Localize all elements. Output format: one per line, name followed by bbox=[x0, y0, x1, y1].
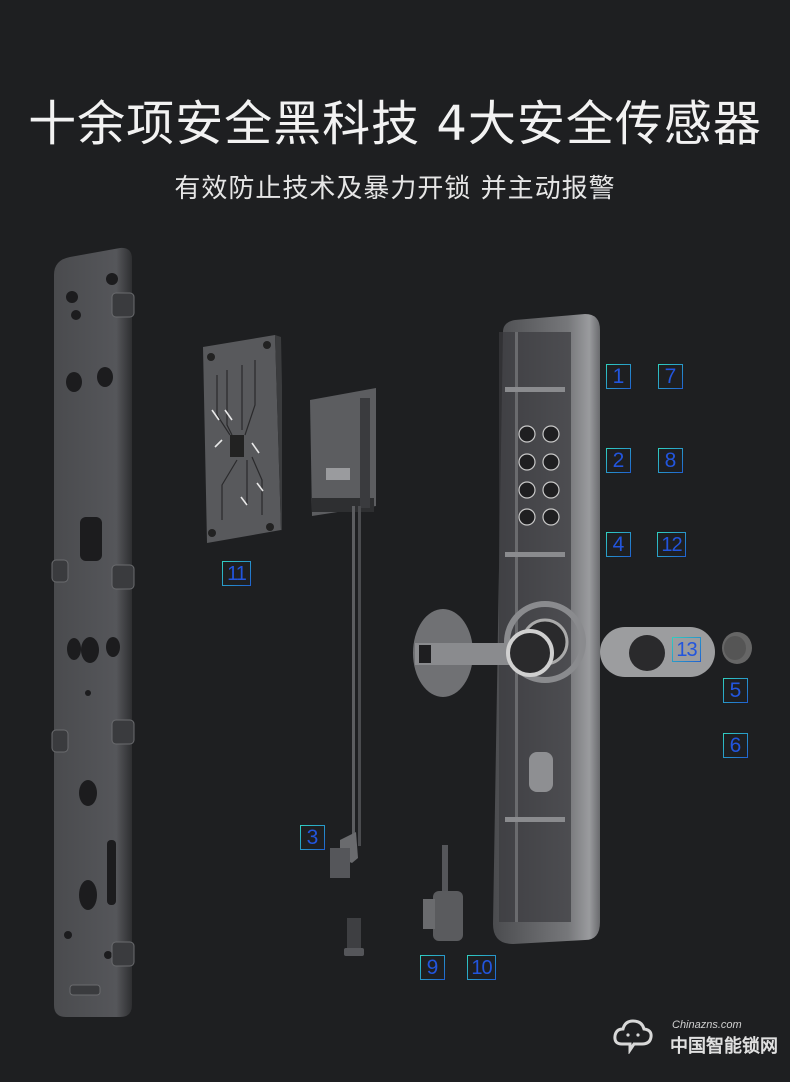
callout-2: 2 bbox=[606, 448, 631, 473]
cylinder-knob bbox=[722, 632, 752, 664]
callout-12: 12 bbox=[657, 532, 686, 557]
lock-body-housing bbox=[493, 314, 600, 944]
callout-7: 7 bbox=[658, 364, 683, 389]
page-subtitle: 有效防止技术及暴力开锁 并主动报警 bbox=[174, 174, 616, 204]
callout-5: 5 bbox=[723, 678, 748, 703]
callout-6: 6 bbox=[723, 733, 748, 758]
motor-latch bbox=[423, 845, 463, 941]
callout-11: 11 bbox=[222, 561, 251, 586]
watermark: Chinazns.com 中国智能锁网 bbox=[612, 1014, 782, 1057]
callout-9: 9 bbox=[420, 955, 445, 980]
callout-4: 4 bbox=[606, 532, 631, 557]
callout-13: 13 bbox=[672, 637, 701, 662]
circuit-board-cover bbox=[203, 335, 282, 543]
callout-3: 3 bbox=[300, 825, 325, 850]
watermark-name: 中国智能锁网 bbox=[670, 1036, 778, 1057]
cloud-face-icon bbox=[613, 1019, 653, 1054]
watermark-brand: Chinazns.com bbox=[672, 1019, 742, 1031]
pcb-module-with-rod bbox=[310, 388, 376, 956]
handle-spindle-assembly bbox=[413, 609, 715, 697]
callout-8: 8 bbox=[658, 448, 683, 473]
callout-1: 1 bbox=[606, 364, 631, 389]
page-title: 十余项安全黑科技 4大安全传感器 bbox=[28, 96, 762, 152]
mounting-plate bbox=[51, 247, 135, 1017]
callout-10: 10 bbox=[467, 955, 496, 980]
